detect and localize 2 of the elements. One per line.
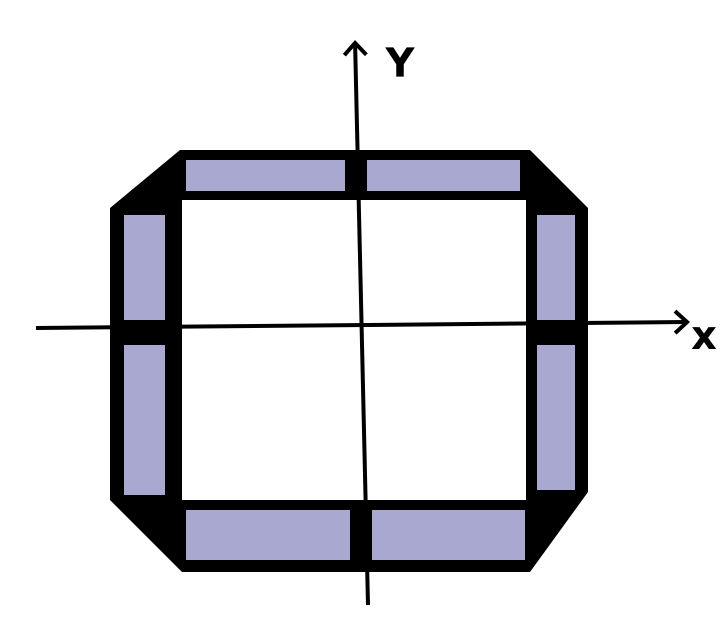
axis-label: Y (385, 47, 415, 77)
axis-label: x (692, 327, 716, 349)
